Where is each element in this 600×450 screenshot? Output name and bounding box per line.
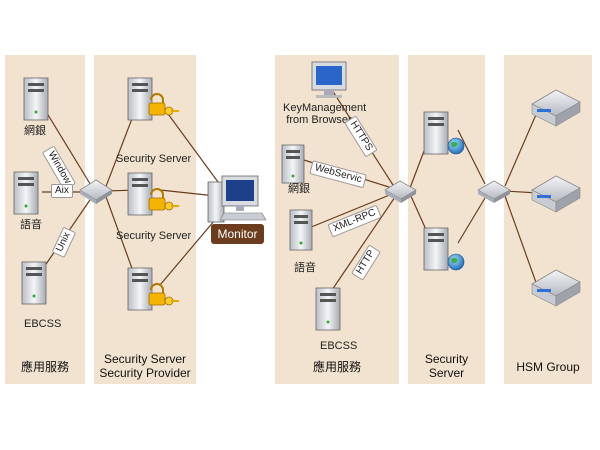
server-icon-voice-right xyxy=(289,209,313,251)
client-label-voice: 語音 xyxy=(20,219,42,231)
monitor-computer-icon xyxy=(207,175,267,223)
client-label-netbank: 網銀 xyxy=(24,125,46,137)
client-label-keymanagement: KeyManagement from Browser xyxy=(283,102,367,126)
column-title-line2: Server xyxy=(428,366,465,380)
browser-client-icon xyxy=(311,61,347,98)
client-label-ebcss: EBCSS xyxy=(24,318,62,330)
security-server-label: Security Server xyxy=(116,230,192,242)
server-icon-ebcss-left xyxy=(21,261,47,305)
monitor-label: Monitor xyxy=(211,224,264,244)
web-server-globe-icon xyxy=(423,111,465,155)
client-label-netbank: 網銀 xyxy=(288,183,310,195)
security-server-icon xyxy=(127,77,179,121)
column-title: HSM Group xyxy=(516,360,580,374)
hsm-device-icon xyxy=(531,175,581,213)
server-icon-voice-left xyxy=(13,171,39,215)
server-icon-netbank-right xyxy=(281,144,305,184)
switch-icon xyxy=(79,179,113,204)
hsm-device-icon xyxy=(531,269,581,307)
column-title-line1: Security xyxy=(424,352,469,366)
server-icon-ebcss-right xyxy=(315,287,341,331)
client-label-ebcss: EBCSS xyxy=(320,340,358,352)
connection-lines-right xyxy=(303,89,539,291)
column-title: 應用服務 xyxy=(312,360,361,374)
security-server-icon xyxy=(127,172,179,216)
server-icon-netbank-left xyxy=(23,77,49,121)
web-server-globe-icon xyxy=(423,227,465,271)
column-title-line1: Security Server xyxy=(103,352,187,366)
switch-icon xyxy=(477,180,511,203)
hsm-device-icon xyxy=(531,89,581,127)
column-title: 應用服務 xyxy=(20,360,69,374)
security-server-label: Security Server xyxy=(116,153,192,165)
link-tag-aix: Aix xyxy=(51,184,73,198)
switch-icon xyxy=(384,180,417,203)
security-server-icon xyxy=(127,267,179,311)
column-title-line2: Security Provider xyxy=(99,366,191,380)
client-label-voice: 語音 xyxy=(294,262,316,274)
